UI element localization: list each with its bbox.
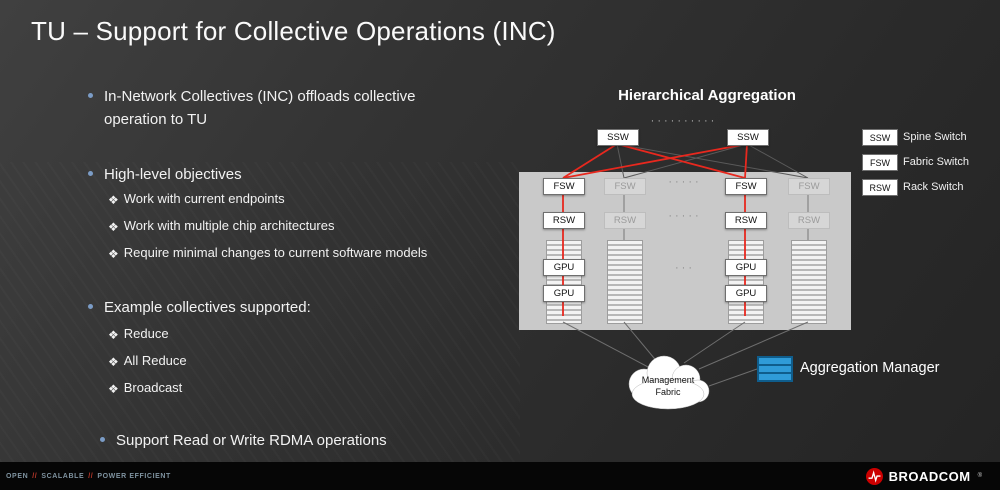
gpu-box: GPU [543,259,585,276]
broadcom-logo: BROADCOM ® [865,467,982,485]
footer-tag: OPEN [6,472,29,480]
cloud-label-line2: Fabric [655,386,681,397]
registered-mark: ® [977,473,982,479]
legend-label-rack-switch: Rack Switch [903,181,964,193]
cloud-label-line1: Management [641,375,695,385]
sub-bullet-text: Reduce [123,326,169,341]
diagram-title: Hierarchical Aggregation [618,87,796,104]
broadcom-pulse-icon [865,467,883,485]
diamond-bullet-icon: ❖ [108,220,119,234]
aggregation-manager-label: Aggregation Manager [800,360,940,376]
rsw-box: RSW [725,212,767,229]
diamond-bullet-icon: ❖ [108,193,119,207]
management-fabric-label: Management Fabric [630,375,706,398]
footer-tagline: OPEN // SCALABLE // POWER EFFICIENT [6,473,171,480]
server-rack-icon [728,240,764,324]
sub-bullet-text: Require minimal changes to current softw… [123,245,428,260]
diamond-bullet-icon: ❖ [108,328,119,342]
sub-bullet-text: Work with current endpoints [123,191,285,206]
sub-bullet-all-reduce: ❖ All Reduce [108,353,187,371]
bullet-dot-icon [88,171,93,176]
sub-bullet-broadcast: ❖ Broadcast [108,380,182,398]
sub-bullet-text: All Reduce [123,353,187,368]
bullet-text: In-Network Collectives (INC) offloads co… [104,88,416,129]
footer-bar: OPEN // SCALABLE // POWER EFFICIENT BROA… [0,462,1000,490]
rsw-box: RSW [788,212,830,229]
legend-key-ssw: SSW [862,129,898,146]
diamond-bullet-icon: ❖ [108,247,119,261]
legend-key-rsw: RSW [862,179,898,196]
server-rack-icon [546,240,582,324]
bullet-objectives: High-level objectives [88,163,242,186]
bullet-text: Support Read or Write RDMA operations [116,432,387,449]
manager-bar [759,366,791,372]
rsw-box: RSW [543,212,585,229]
legend-label-fabric-switch: Fabric Switch [903,156,970,168]
bullet-rdma: Support Read or Write RDMA operations [100,429,387,452]
bullet-dot-icon [100,437,105,442]
ellipsis-rsw: ····· [668,210,702,222]
bullet-dot-icon [88,93,93,98]
ellipsis-gpu: ··· [675,262,695,274]
footer-separator: // [88,472,94,480]
sub-bullet-text: Work with multiple chip architectures [123,218,335,233]
sub-bullet-reduce: ❖ Reduce [108,326,169,344]
fsw-box: FSW [543,178,585,195]
gpu-box: GPU [725,259,767,276]
footer-separator: // [32,472,38,480]
sub-bullet-text: Broadcast [123,380,183,395]
bullet-text: Example collectives supported: [104,299,311,316]
ssw-box: SSW [727,129,769,146]
server-rack-icon [791,240,827,324]
sub-bullet-architectures: ❖ Work with multiple chip architectures [108,218,335,236]
ellipsis-fsw: ····· [668,176,702,188]
bullet-collectives: Example collectives supported: [88,296,311,319]
rsw-box: RSW [604,212,646,229]
manager-bar [759,374,791,380]
ssw-box: SSW [597,129,639,146]
page-title: TU – Support for Collective Operations (… [31,16,556,46]
diamond-bullet-icon: ❖ [108,355,119,369]
legend-label-spine-switch: Spine Switch [903,131,967,143]
sub-bullet-endpoints: ❖ Work with current endpoints [108,191,285,209]
fsw-box: FSW [788,178,830,195]
server-rack-icon [607,240,643,324]
bullet-text: High-level objectives [104,166,242,183]
bullet-dot-icon [88,304,93,309]
brand-name: BROADCOM [888,468,971,484]
aggregation-manager-icon [757,356,793,382]
bullet-inc-offload: In-Network Collectives (INC) offloads co… [88,85,466,132]
gpu-box: GPU [543,285,585,302]
gpu-box: GPU [725,285,767,302]
fsw-box: FSW [604,178,646,195]
footer-tag: POWER EFFICIENT [97,472,171,480]
sub-bullet-minimal-changes: ❖ Require minimal changes to current sof… [108,245,427,263]
ellipsis-top: ·········· [650,115,718,127]
manager-bar [759,358,791,364]
footer-tag: SCALABLE [41,472,85,480]
legend-key-fsw: FSW [862,154,898,171]
diamond-bullet-icon: ❖ [108,382,119,396]
fsw-box: FSW [725,178,767,195]
